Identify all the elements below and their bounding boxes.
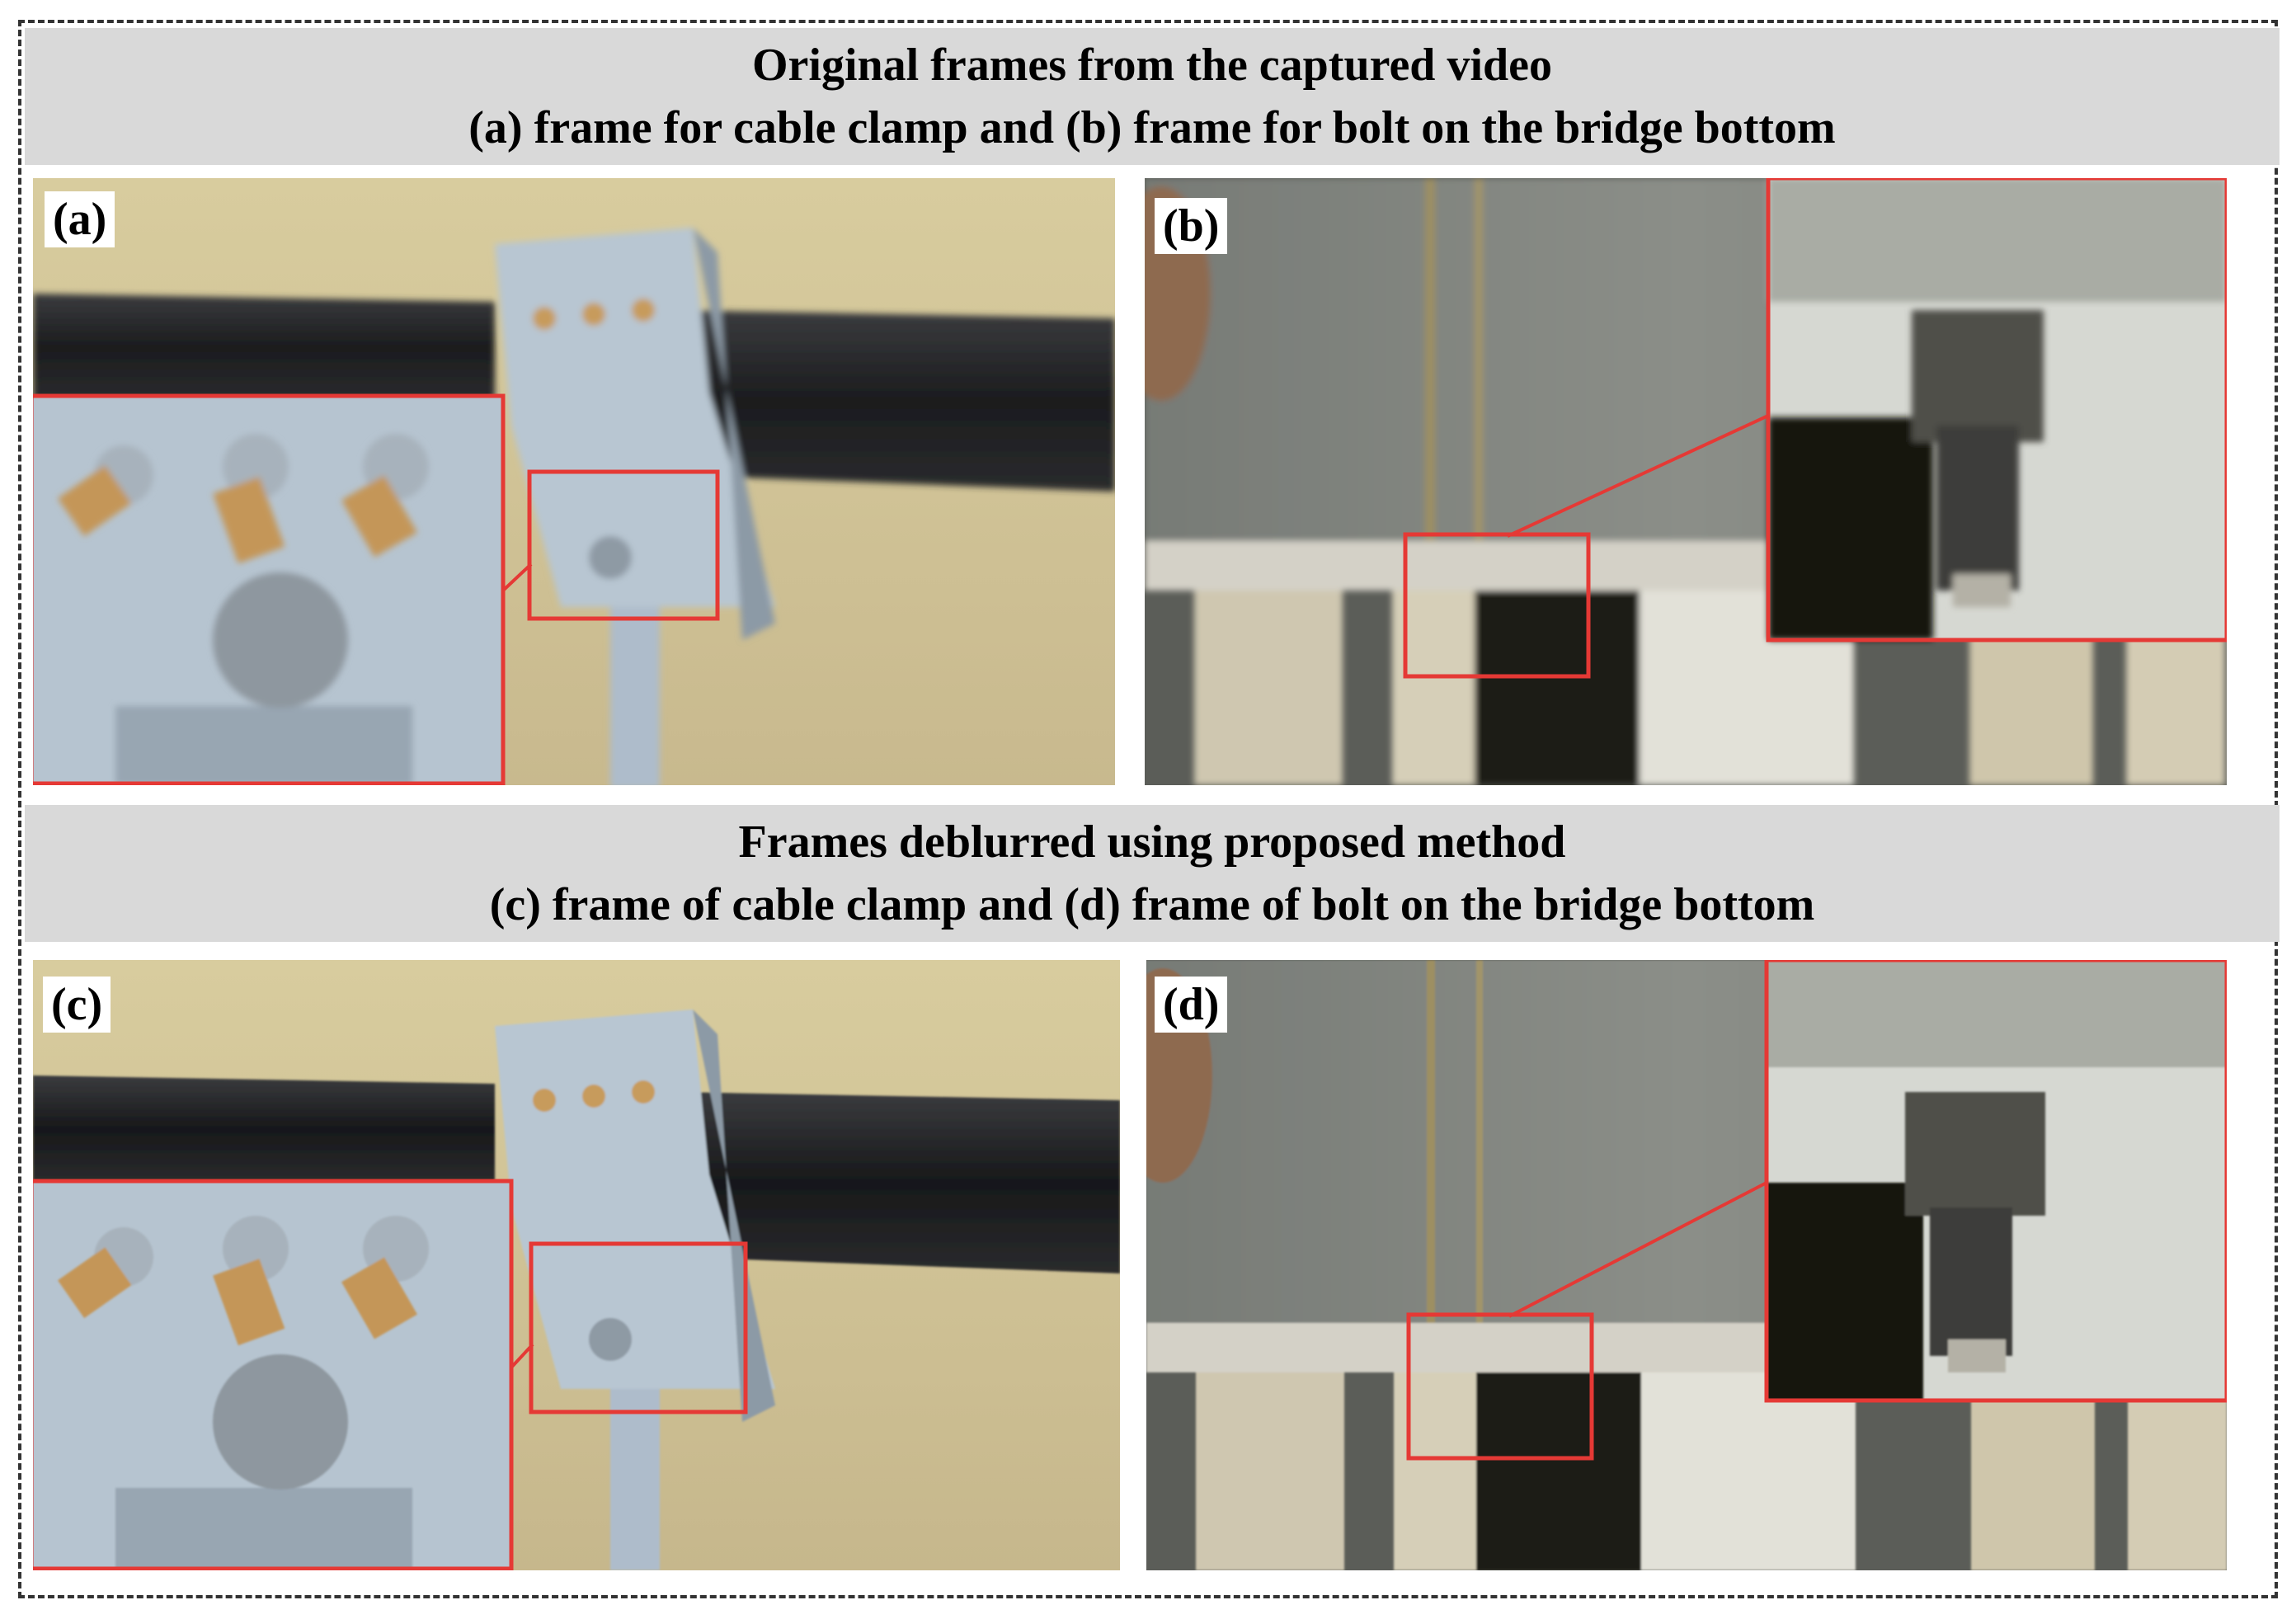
panel-c-label: (c) bbox=[43, 977, 111, 1033]
top-header-title: Original frames from the captured video bbox=[751, 40, 1553, 91]
panel-d-label: (d) bbox=[1155, 977, 1228, 1033]
panel-d-image bbox=[1146, 960, 2227, 1570]
top-header-subtitle: (a) frame for cable clamp and (b) frame … bbox=[468, 102, 1836, 153]
panel-a-label: (a) bbox=[45, 191, 115, 247]
bottom-header: Frames deblurred using proposed method (… bbox=[25, 805, 2280, 942]
panel-a-cable-clamp-original: (a) bbox=[33, 178, 1115, 785]
panel-a-image bbox=[33, 178, 1115, 785]
panel-b-bolt-original: (b) bbox=[1145, 178, 2227, 785]
bottom-header-title: Frames deblurred using proposed method bbox=[738, 817, 1566, 868]
panel-c-image bbox=[33, 960, 1120, 1570]
top-header: Original frames from the captured video … bbox=[25, 28, 2280, 165]
panel-b-label: (b) bbox=[1155, 198, 1228, 254]
panel-c-cable-clamp-deblurred: (c) bbox=[33, 960, 1120, 1570]
panel-d-bolt-deblurred: (d) bbox=[1146, 960, 2227, 1570]
bottom-header-subtitle: (c) frame of cable clamp and (d) frame o… bbox=[489, 879, 1815, 930]
panel-b-image bbox=[1145, 178, 2227, 785]
